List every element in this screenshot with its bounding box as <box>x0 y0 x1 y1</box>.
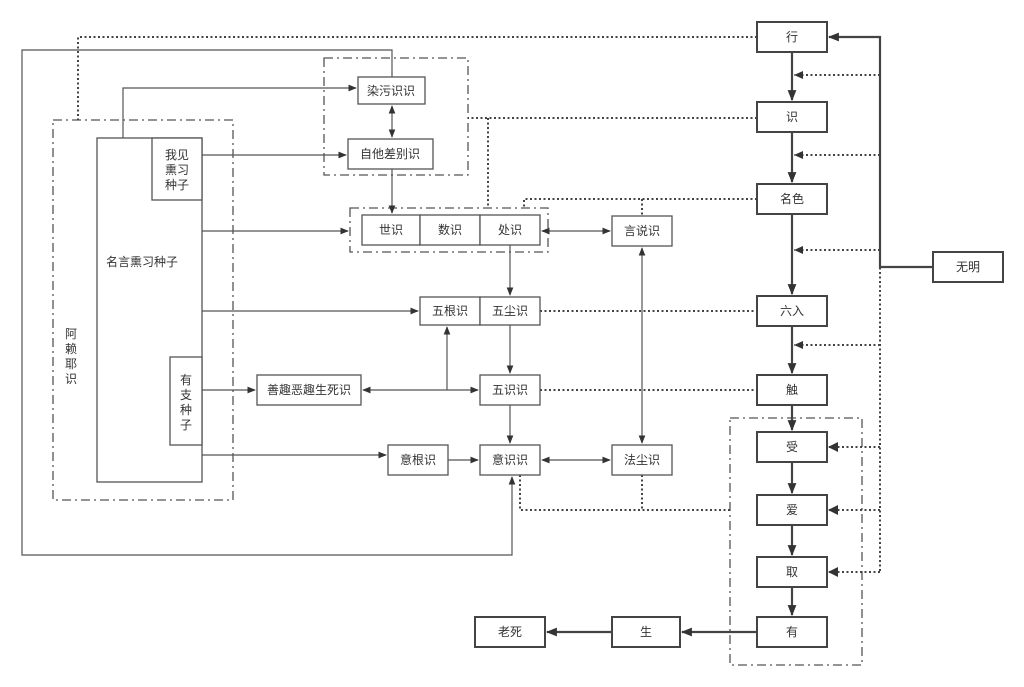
yishi-label: 意识识 <box>492 452 528 467</box>
yanshuo-label: 言说识 <box>624 223 660 238</box>
wojian-label-1: 我见 <box>165 148 189 162</box>
shanqu-box <box>256 374 362 406</box>
chain-you-label: 有 <box>786 625 798 639</box>
connector-mingyan-ranwu <box>122 84 357 138</box>
chushi-box <box>479 214 541 246</box>
youzhi-label-2: 支 <box>180 388 192 402</box>
youzhi-seeds-box <box>169 356 203 446</box>
wojian-label-2: 熏习 <box>165 163 189 177</box>
feeling-to-becoming-group <box>729 417 863 666</box>
chain-xing-label: 行 <box>786 30 798 44</box>
chain-ai-box <box>756 494 828 526</box>
wuming-box <box>932 251 1004 283</box>
youzhi-label-3: 种 <box>180 403 192 417</box>
alaya-group <box>52 119 234 501</box>
shushi-label: 数识 <box>438 222 462 237</box>
wushi-label: 五识识 <box>492 383 528 397</box>
sheng-label: 生 <box>640 625 652 639</box>
chain-mingse-label: 名色 <box>780 191 804 206</box>
yishi-box <box>479 444 541 476</box>
arrow-wuming-xing <box>827 32 933 269</box>
dotted-xing-alaya <box>77 36 757 120</box>
alaya-label-3: 耶 <box>65 357 77 371</box>
wuming-label: 无明 <box>956 260 980 274</box>
alaya-label-2: 赖 <box>65 342 77 356</box>
laosi-box <box>474 616 546 648</box>
dotted-yishi-group <box>519 475 730 511</box>
chain-shou-label: 受 <box>786 440 798 454</box>
chain-you-box <box>756 616 828 648</box>
wojian-label-3: 种子 <box>165 178 189 192</box>
yigen-box <box>387 444 449 476</box>
yigen-label: 意根识 <box>400 452 436 467</box>
zita-box <box>347 138 434 170</box>
youzhi-label-4: 子 <box>180 418 192 432</box>
alaya-label-1: 阿 <box>65 327 77 341</box>
sheng-box <box>611 616 681 648</box>
chain-qu-label: 取 <box>786 565 798 579</box>
chain-shi-box <box>756 101 828 133</box>
ranwu-label: 染污识识 <box>367 83 415 98</box>
worldly-group <box>349 207 549 253</box>
shishi-label: 世识 <box>379 223 403 237</box>
wojian-seeds-box <box>151 137 203 201</box>
chain-chu-label: 触 <box>786 383 798 397</box>
chain-shi-label: 识 <box>786 110 798 124</box>
chain-liuru-label: 六入 <box>780 304 804 318</box>
chain-chu-box <box>756 374 828 406</box>
chain-ai-label: 爱 <box>786 503 798 517</box>
shanqu-label: 善趣恶趣生死识 <box>267 382 351 397</box>
youzhi-label-1: 有 <box>180 373 192 387</box>
loop-connector <box>21 49 516 556</box>
wugen-label: 五根识 <box>432 304 468 318</box>
shishi-box <box>361 214 421 246</box>
fachen-label: 法尘识 <box>624 453 660 467</box>
dotted-mingse-groups <box>523 198 757 216</box>
fachen-box <box>611 444 673 476</box>
chain-shou-box <box>756 431 828 463</box>
mingyan-seeds-label: 名言熏习种子 <box>106 254 178 269</box>
chain-mingse-box <box>756 183 828 215</box>
chushi-label: 处识 <box>498 223 522 237</box>
yanshuo-box <box>611 215 673 247</box>
ranwu-box <box>357 76 426 105</box>
defiled-group <box>323 57 469 176</box>
laosi-label: 老死 <box>498 625 522 639</box>
dotted-wuming-lower <box>829 155 881 573</box>
chain-liuru-box <box>756 295 828 327</box>
wushi-box <box>479 374 541 406</box>
chain-xing-box <box>756 21 828 53</box>
wuchen-box <box>479 296 541 326</box>
wuchen-label: 五尘识 <box>492 304 528 318</box>
dotted-shi-groups <box>468 117 757 208</box>
alaya-label-4: 识 <box>65 372 77 386</box>
zita-label: 自他差别识 <box>360 147 420 161</box>
chain-qu-box <box>756 556 828 588</box>
